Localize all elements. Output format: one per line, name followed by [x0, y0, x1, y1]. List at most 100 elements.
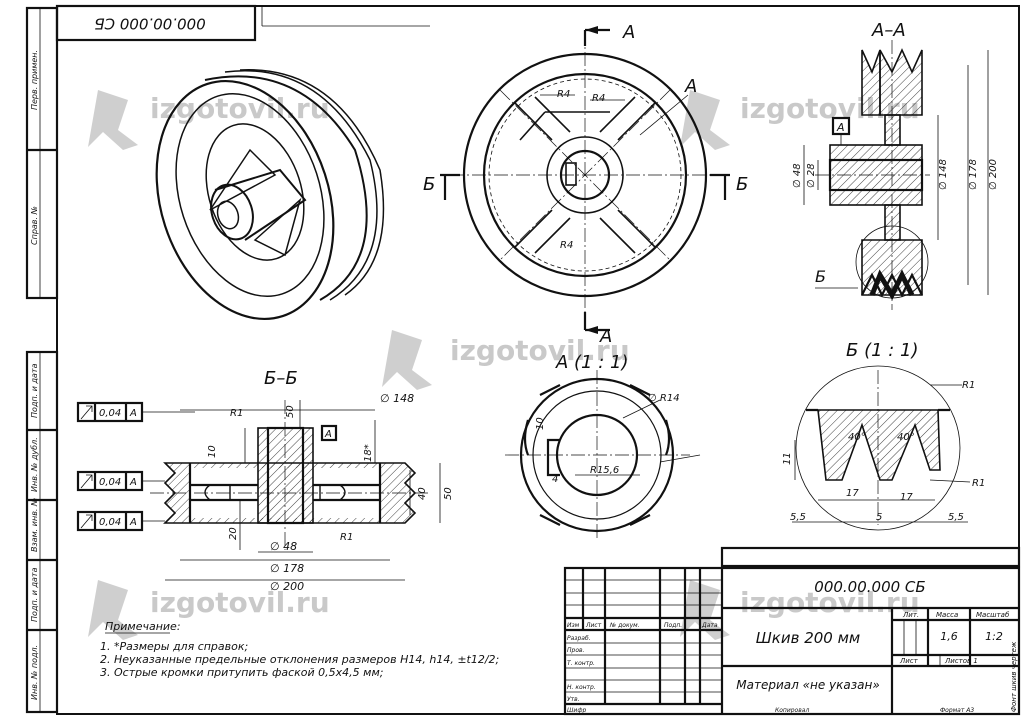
title-mass-value: 1,6	[940, 630, 958, 643]
aa-d28: ∅ 28	[806, 163, 817, 188]
aa-datum-a: А	[836, 121, 845, 134]
detail-a-r156: R15,6	[590, 465, 619, 476]
title-row-razrab: Разраб.	[567, 635, 591, 642]
title-row-nkontr: Н. контр.	[567, 684, 596, 691]
title-massa: Масса	[936, 611, 958, 619]
title-col-date: Дата	[701, 622, 718, 629]
title-sheets: Листов 1	[944, 657, 978, 665]
tolerance-2-base: А	[129, 477, 137, 488]
title-name: Шкив 200 мм	[756, 629, 861, 647]
tolerance-1-base: А	[129, 408, 137, 419]
stamp-label-3: Подп. и дата	[30, 363, 39, 418]
right-vertical-text: Фонт шкив чертеж	[1010, 641, 1018, 712]
title-col-doc: № докум.	[609, 622, 640, 629]
notes-heading: Примечание:	[105, 620, 181, 633]
title-designation: 000.00.000 СБ	[814, 578, 925, 596]
title-col-izm: Изм	[567, 622, 580, 629]
title-row-utv: Утв.	[567, 696, 580, 703]
title-format: Формат А3	[940, 707, 974, 714]
title-col-sign: Подп.	[664, 622, 682, 629]
watermark-1: izgotovil.ru	[150, 92, 330, 125]
bb-d178: ∅ 178	[270, 562, 304, 575]
detail-a-10: 10	[535, 417, 546, 430]
bb-18: 18*	[363, 444, 374, 462]
tolerance-1-value: 0,04	[99, 408, 121, 419]
note-2: 2. Неуказанные предельные отклонения раз…	[100, 653, 499, 666]
title-row-tkontr: Т. контр.	[567, 660, 595, 667]
watermarks: izgotovil.ru izgotovil.ru izgotovil.ru i…	[88, 90, 920, 640]
detail-a: А (1 : 1) ∅ R14 R15,6 10 4	[505, 352, 701, 540]
detail-b-40-1: 40°	[848, 432, 866, 443]
cut-b-right: Б	[736, 174, 748, 195]
title-material: Материал «не указан»	[736, 678, 879, 692]
stamp-label-2: Справ. №	[30, 206, 39, 245]
stamp-label-5: Взам. инв. №	[30, 498, 39, 552]
detail-b-40-2: 40°	[897, 432, 915, 443]
stamp-label-4: Инв. № дубл.	[30, 437, 39, 492]
note-1: 1. *Размеры для справок;	[100, 640, 248, 653]
title-shifr: Шифр	[567, 707, 586, 714]
detail-b-55-1: 5,5	[790, 512, 806, 523]
front-r4-3: R4	[560, 240, 573, 251]
detail-a-4: 4	[552, 474, 558, 485]
cut-b-left: Б	[423, 174, 435, 195]
stamp-label-6: Подп. и дата	[30, 567, 39, 622]
notes: Примечание: 1. *Размеры для справок; 2. …	[100, 620, 499, 679]
bb-d48: ∅ 48	[270, 540, 297, 553]
designation-rotated: 000.00.000 СБ	[94, 15, 205, 33]
designation-box-top: 000.00.000 СБ	[55, 4, 430, 42]
stamp-label-1: Перв. примен.	[30, 50, 39, 110]
detail-b-5: 5	[876, 512, 882, 523]
watermark-3: izgotovil.ru	[450, 334, 630, 367]
cut-a-bottom: А	[599, 326, 612, 347]
title-col-list: Лист	[585, 622, 602, 629]
detail-b-17-1: 17	[846, 488, 859, 499]
detail-b-label: Б (1 : 1)	[846, 340, 919, 361]
title-block: 000.00.000 СБ Шкив 200 мм Материал «не у…	[563, 546, 1021, 716]
aa-d200: ∅ 200	[988, 159, 999, 190]
front-a-callout: А	[684, 76, 697, 97]
front-r4-2: R4	[592, 93, 605, 104]
aa-d148: ∅ 148	[938, 159, 949, 190]
title-sheet: Лист	[899, 657, 919, 665]
bb-20: 20	[228, 527, 239, 540]
detail-a-r14: ∅ R14	[648, 393, 680, 404]
front-r4-1: R4	[557, 89, 570, 100]
bb-datum-a: А	[324, 429, 332, 440]
front-view: А А Б Б R4 R4 R4 А	[423, 22, 748, 347]
note-3: 3. Острые кромки притупить фаской 0,5х4,…	[100, 666, 383, 679]
bb-d200: ∅ 200	[270, 580, 304, 593]
title-copied: Копировал	[775, 707, 809, 714]
detail-b: Б (1 : 1) R1 R1 11 40° 40° 17 17 5 5,5 5…	[782, 340, 985, 531]
detail-b-r1-top: R1	[962, 380, 975, 391]
bb-r1-top: R1	[230, 408, 243, 419]
cut-a-top: А	[622, 22, 635, 43]
aa-d178: ∅ 178	[968, 159, 979, 190]
side-stamp: Перв. примен. Справ. № Подп. и дата Инв.…	[25, 6, 59, 714]
tolerance-3-base: А	[129, 517, 137, 528]
section-aa-label: А–А	[871, 20, 906, 41]
section-aa: А–А Б А ∅ 48 ∅ 28 ∅ 148 ∅ 178 ∅ 200	[792, 20, 999, 310]
tolerance-2-value: 0,04	[99, 477, 121, 488]
section-aa-b-callout: Б	[815, 267, 826, 286]
title-row-prov: Пров.	[567, 647, 585, 654]
isometric-view	[155, 69, 385, 320]
tolerance-3-value: 0,04	[99, 517, 121, 528]
detail-b-r1-bottom: R1	[972, 478, 985, 489]
section-bb: Б–Б ∅ 148 ∅ 178 ∅ 200 ∅ 48 R1 R1 50 50	[76, 368, 454, 593]
bb-50: 50	[285, 405, 296, 418]
aa-d48: ∅ 48	[792, 163, 803, 188]
stamp-label-7: Инв. № подл.	[30, 645, 39, 700]
bb-d148: ∅ 148	[380, 392, 414, 405]
detail-b-55-2: 5,5	[948, 512, 964, 523]
detail-a-label: А (1 : 1)	[555, 352, 629, 373]
detail-b-17-2: 17	[900, 492, 913, 503]
watermark-5: izgotovil.ru	[740, 586, 920, 619]
bb-10: 10	[207, 445, 218, 458]
title-masshtab: Масштаб	[976, 611, 1010, 619]
watermark-4: izgotovil.ru	[150, 586, 330, 619]
bb-40: 40	[417, 487, 428, 500]
bb-50-side: 50	[443, 487, 454, 500]
bb-r1-bottom: R1	[340, 532, 353, 543]
